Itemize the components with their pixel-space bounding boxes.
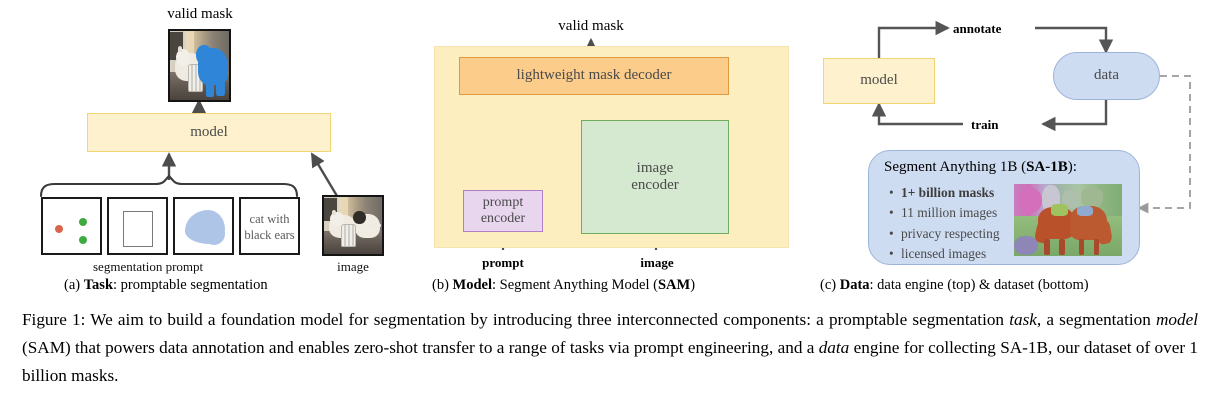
- sa1b-title-prefix: Segment Anything 1B (: [884, 159, 1027, 175]
- valid-mask-thumbnail: [168, 29, 231, 102]
- image-encoder-box: image encoder: [581, 120, 729, 234]
- prompt-card-box: [107, 197, 168, 255]
- figure-caption-text: , a segmentation: [1036, 310, 1156, 329]
- sa1b-sample-thumbnail: [1014, 184, 1122, 256]
- mask-decoder-label: lightweight mask decoder: [516, 67, 672, 84]
- sa1b-bullet-label: privacy respecting: [901, 225, 1000, 241]
- mask-decoder-box: lightweight mask decoder: [459, 57, 729, 95]
- panel-b-caption-bold2: SAM: [657, 277, 691, 293]
- bounding-box-icon: [123, 211, 153, 247]
- panel-c-caption-rest: : data engine (top) & dataset (bottom): [869, 277, 1089, 293]
- figure-caption-body: We aim to build a foundation model for s…: [22, 310, 1198, 385]
- figure-caption-emphasis: task: [1009, 310, 1037, 329]
- figure-caption: Figure 1: We aim to build a foundation m…: [22, 306, 1198, 390]
- figure-caption-emphasis: data: [818, 337, 850, 357]
- panel-a-model-label: model: [190, 123, 228, 140]
- prompt-encoder-label: prompt encoder: [480, 194, 526, 226]
- sa1b-bullet: • 11 million images: [889, 205, 998, 221]
- panel-b-caption-rest: : Segment Anything Model (: [492, 277, 658, 293]
- figure-caption-text: (SAM) that powers data annotation and en…: [22, 337, 819, 357]
- panel-a-caption-rest: : promptable segmentation: [113, 277, 268, 293]
- figure-caption-emphasis: model: [1155, 310, 1198, 329]
- panel-c-caption: (c) Data: data engine (top) & dataset (b…: [820, 277, 1089, 294]
- panel-a-image-label: image: [337, 259, 369, 274]
- positive-point-icon-2: [79, 236, 87, 244]
- panel-c-caption-bold: Data: [839, 277, 870, 293]
- panel-a-model-box: model: [87, 113, 331, 152]
- panel-b-caption-tail: ): [690, 277, 696, 293]
- panel-a-output-label: valid mask: [167, 6, 233, 22]
- panel-c-data-label: data: [1094, 67, 1119, 84]
- panel-b-input-image-label: image: [640, 255, 674, 270]
- panel-a-prompt-group-label: segmentation prompt: [93, 259, 204, 274]
- sa1b-bullet: • privacy respecting: [889, 225, 1000, 241]
- sa1b-dataset-box: Segment Anything 1B (SA-1B): • 1+ billio…: [868, 150, 1140, 265]
- panel-b-output-label: valid mask: [558, 18, 624, 34]
- figure-caption-text: We aim to build a foundation model for s…: [85, 310, 1010, 329]
- prompt-card-text-label: cat with black ears: [244, 212, 295, 242]
- sa1b-bullet: • 1+ billion masks: [889, 185, 995, 200]
- prompt-card-points: [41, 197, 102, 255]
- panel-a-caption-prefix: (a): [64, 277, 84, 293]
- sa1b-bullet: • licensed images: [889, 246, 987, 262]
- negative-point-icon: [55, 225, 63, 233]
- prompt-card-text: cat with black ears: [239, 197, 300, 255]
- panel-c-caption-prefix: (c): [820, 277, 840, 293]
- panel-a-caption-bold: Task: [83, 277, 114, 293]
- sa1b-bullet-label: 11 million images: [901, 205, 998, 221]
- figure-caption-text: engine for collecting SA-1B, our dataset…: [22, 337, 1198, 385]
- sa1b-bullet-label: licensed images: [901, 246, 987, 262]
- sa1b-title: Segment Anything 1B (SA-1B):: [884, 159, 1077, 176]
- panel-b-caption-bold: Model: [452, 277, 493, 293]
- sa1b-bullet-label: 1+ billion masks: [901, 185, 995, 200]
- panel-c-model-box: model: [823, 58, 935, 104]
- input-image-thumbnail: [322, 195, 384, 256]
- mask-blob-icon-lobe: [203, 223, 225, 245]
- panel-b-input-prompt-label: prompt: [482, 255, 524, 270]
- train-label: train: [971, 117, 999, 132]
- panel-c-model-label: model: [860, 72, 898, 89]
- sa1b-bullet-list: • 1+ billion masks • 11 million images •…: [887, 183, 1000, 265]
- panel-a-caption: (a) Task: promptable segmentation: [64, 277, 268, 294]
- prompt-encoder-box: prompt encoder: [463, 190, 543, 232]
- figure-caption-number: Figure 1:: [22, 310, 86, 329]
- sa1b-title-bold: SA-1B: [1026, 159, 1068, 175]
- sa1b-title-suffix: ):: [1067, 159, 1077, 175]
- image-encoder-label: image encoder: [631, 159, 679, 193]
- positive-point-icon-1: [79, 218, 87, 226]
- annotate-label: annotate: [953, 21, 1002, 36]
- panel-b-caption: (b) Model: Segment Anything Model (SAM): [432, 277, 695, 294]
- prompt-card-mask: [173, 197, 234, 255]
- panel-c-data-pill: data: [1053, 52, 1160, 100]
- panel-b-caption-prefix: (b): [432, 277, 453, 293]
